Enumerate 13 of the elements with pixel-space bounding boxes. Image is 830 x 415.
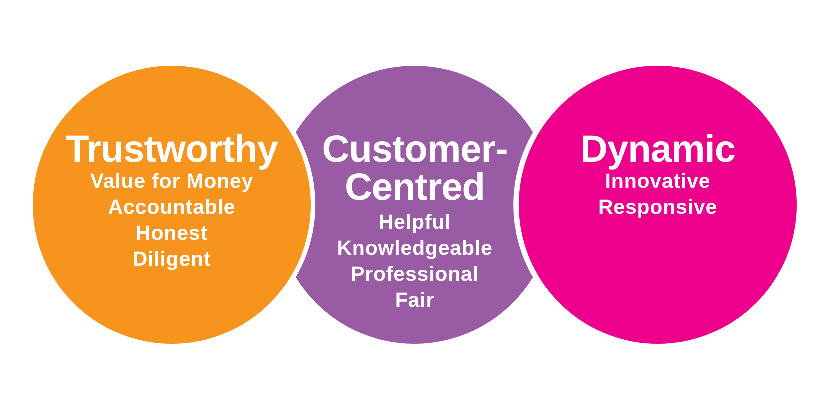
attribute-text: Innovative <box>605 170 711 195</box>
attribute-text: Helpful <box>378 210 452 236</box>
attribute-text: Value for Money <box>90 170 254 195</box>
attribute-text: Responsive <box>598 195 718 221</box>
attribute-text: Diligent <box>132 247 212 273</box>
attribute-text: Accountable <box>108 195 236 221</box>
attribute-text: Professional <box>351 262 479 288</box>
circle-heading: Customer-Centred <box>321 131 509 207</box>
circle-heading: Trustworthy <box>66 131 278 169</box>
circle-heading: Dynamic <box>580 131 736 169</box>
attribute-text: Honest <box>136 221 208 247</box>
attribute-text: Fair <box>395 288 435 314</box>
attribute-text: Knowledgeable <box>337 236 493 262</box>
